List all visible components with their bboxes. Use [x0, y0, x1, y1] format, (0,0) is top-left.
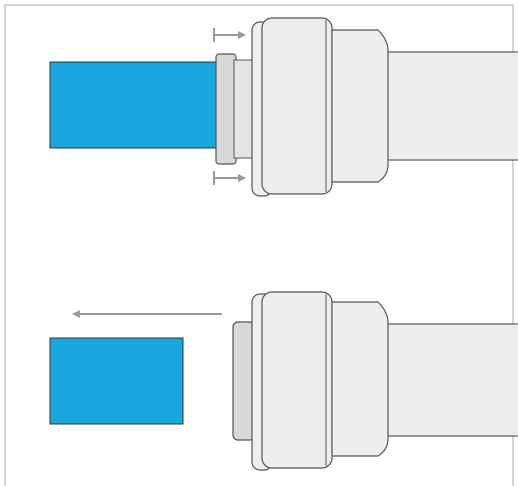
release-panel	[49, 291, 518, 471]
fitting-cap	[261, 17, 333, 195]
fitting-cap	[261, 291, 333, 469]
collet-sleeve	[233, 59, 255, 159]
fitting-body-pipe	[384, 323, 518, 437]
fitting-shoulder	[331, 301, 389, 457]
diagram-frame	[4, 4, 514, 486]
blue-tube	[49, 61, 239, 149]
fitting-body-pipe	[384, 51, 518, 161]
push-in-panel	[49, 17, 518, 197]
blue-tube	[49, 337, 184, 425]
collet-ring	[215, 53, 237, 165]
fitting-shoulder	[331, 29, 389, 183]
